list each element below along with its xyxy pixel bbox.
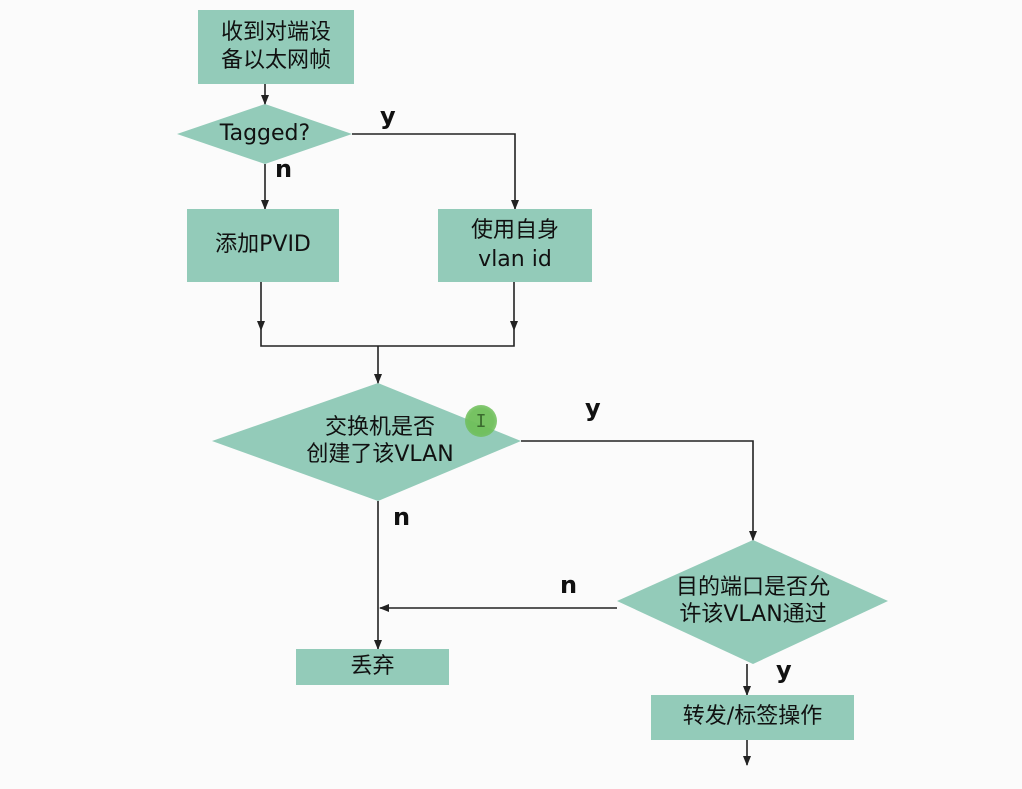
- label-allow-no: n: [560, 571, 578, 599]
- node-receive-frame-text: 收到对端设 备以太网帧: [220, 19, 331, 73]
- label-allow-yes: y: [776, 656, 792, 684]
- tagged-diamond: [177, 104, 352, 164]
- diamond-vlan-created-text: 交换机是否 创建了该VLAN: [306, 414, 454, 468]
- node-use-own-vlan: 使用自身 vlan id: [438, 209, 592, 282]
- node-add-pvid: 添加PVID: [187, 209, 339, 282]
- text-cursor-icon: I: [465, 405, 497, 437]
- node-use-own-vlan-text: 使用自身 vlan id: [470, 218, 559, 272]
- vlan-created-diamond: [212, 383, 521, 501]
- edge-merge-bar: [260, 330, 515, 347]
- port-allow-diamond: [617, 540, 888, 664]
- node-forward-tag-op-text: 转发/标签操作: [682, 704, 823, 730]
- node-forward-tag-op: 转发/标签操作: [651, 695, 854, 740]
- edge-tagged-yes: [352, 133, 519, 210]
- label-created-yes: y: [585, 394, 601, 422]
- edge-created-yes: [521, 440, 757, 541]
- diamond-port-allow-text: 目的端口是否允 许该VLAN通过: [675, 574, 830, 628]
- label-tagged-yes: y: [380, 102, 396, 130]
- label-tagged-no: n: [275, 155, 293, 183]
- node-add-pvid-text: 添加PVID: [215, 232, 311, 258]
- node-receive-frame: 收到对端设 备以太网帧: [198, 10, 354, 84]
- node-discard: 丢弃: [296, 649, 449, 685]
- diamond-tagged-text: Tagged?: [219, 121, 311, 147]
- diamond-tagged-text-box: Tagged?: [190, 114, 340, 154]
- node-discard-text: 丢弃: [350, 653, 395, 679]
- label-created-no: n: [393, 503, 411, 531]
- diamond-port-allow-text-box: 目的端口是否允 许该VLAN通过: [638, 568, 868, 634]
- diamond-vlan-created-text-box: 交换机是否 创建了该VLAN: [240, 408, 520, 474]
